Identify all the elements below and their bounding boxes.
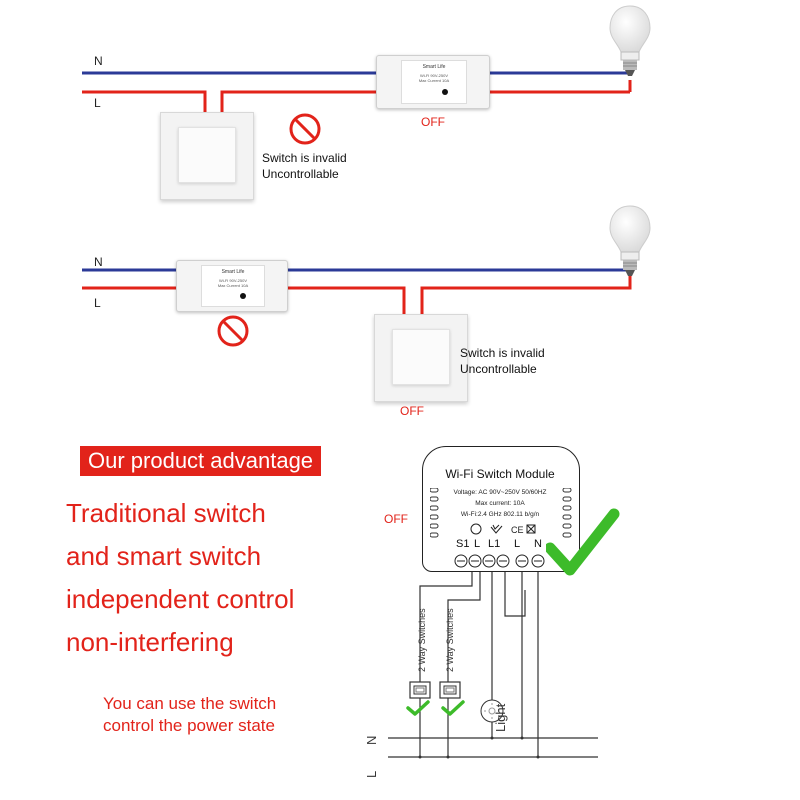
scene1-n-label: N [94,54,103,68]
advantage-sub-line: control the power state [103,716,275,735]
advantage-lines: Traditional switch and smart switch inde… [66,498,294,670]
switch-rocker[interactable] [392,329,450,385]
big-checkmark-icon [546,508,620,576]
advantage-line: non-interfering [66,627,234,657]
module-voltage: Voltage: AC 90V~250V 50/60HZ [453,489,547,496]
module-vents [430,488,572,538]
checkmark-icon [441,700,465,716]
light-label: Light [493,703,508,732]
light-bulb-icon [609,205,651,276]
module-title: Wi-Fi Switch Module [445,467,555,481]
certification-icons: CE [470,523,536,535]
checkmark-icon [406,700,430,716]
scene2-n-label: N [94,255,103,269]
advantage-banner: Our product advantage [80,446,322,476]
module-wifi: Wi-Fi:2.4 GHz 802.11 b/g/n [460,511,540,518]
terminal-label: S1 [456,538,470,550]
module-label: Smart Life Wi-Fi 90V-250V Max Current 10… [401,60,467,104]
advantage-status: OFF [384,512,408,526]
scene2-smart-module: Smart Life Wi-Fi 90V-250V Max Current 10… [176,260,288,312]
module-label: Smart Life Wi-Fi 90V-250V Max Current 10… [201,265,265,307]
button-icon [240,293,246,299]
module-spec: Wi-Fi 90V-250V [419,73,448,78]
switch-label: 2 Way Switches [417,608,427,672]
terminal-label: L1 [488,538,501,550]
terminal-block [454,554,545,568]
prohibited-icon [289,113,321,145]
advantage-subtext: You can use the switch control the power… [103,694,276,738]
note-line: Uncontrollable [460,362,537,376]
module-spec: Max Current 10A [217,283,249,288]
switch-rocker[interactable] [178,127,236,183]
l-bus-label: L [364,770,379,778]
note-line: Switch is invalid [262,151,347,165]
light-bulb-icon [609,5,651,76]
note-line: Uncontrollable [262,167,339,181]
scene2-wall-switch[interactable] [374,314,468,402]
svg-text:CE: CE [511,525,524,535]
scene2-l-label: L [94,296,101,310]
advantage-sub-line: You can use the switch [103,694,277,713]
terminal-label: L [514,538,521,550]
module-spec: Max Current 10A [418,78,450,83]
scene1-smart-module: Smart Life Wi-Fi 90V-250V Max Current 10… [376,55,490,109]
scene2-status: OFF [400,404,424,418]
two-way-switch-icon [413,685,427,695]
module-brand: Smart Life [221,269,245,275]
prohibited-icon [217,315,249,347]
scene1-note: Switch is invalid Uncontrollable [262,150,347,182]
scene1-l-label: L [94,96,101,110]
note-line: Switch is invalid [460,346,545,360]
switch-label: 2 Way Switches [445,608,455,672]
advantage-line: independent control [66,584,295,614]
module-current: Max current: 10A [475,500,525,507]
module-brand: Smart Life [422,64,446,70]
button-icon [442,89,448,95]
terminal-label: N [534,538,542,550]
two-way-switch-icon [443,685,457,695]
advantage-line: and smart switch [66,541,262,571]
scene2-note: Switch is invalid Uncontrollable [460,345,545,377]
scene1-wall-switch[interactable] [160,112,254,200]
advantage-line: Traditional switch [66,498,266,528]
scene1-status: OFF [421,115,445,129]
terminal-label: L [474,538,481,550]
module-spec: Wi-Fi 90V-250V [218,278,247,283]
n-bus-label: N [364,735,379,745]
